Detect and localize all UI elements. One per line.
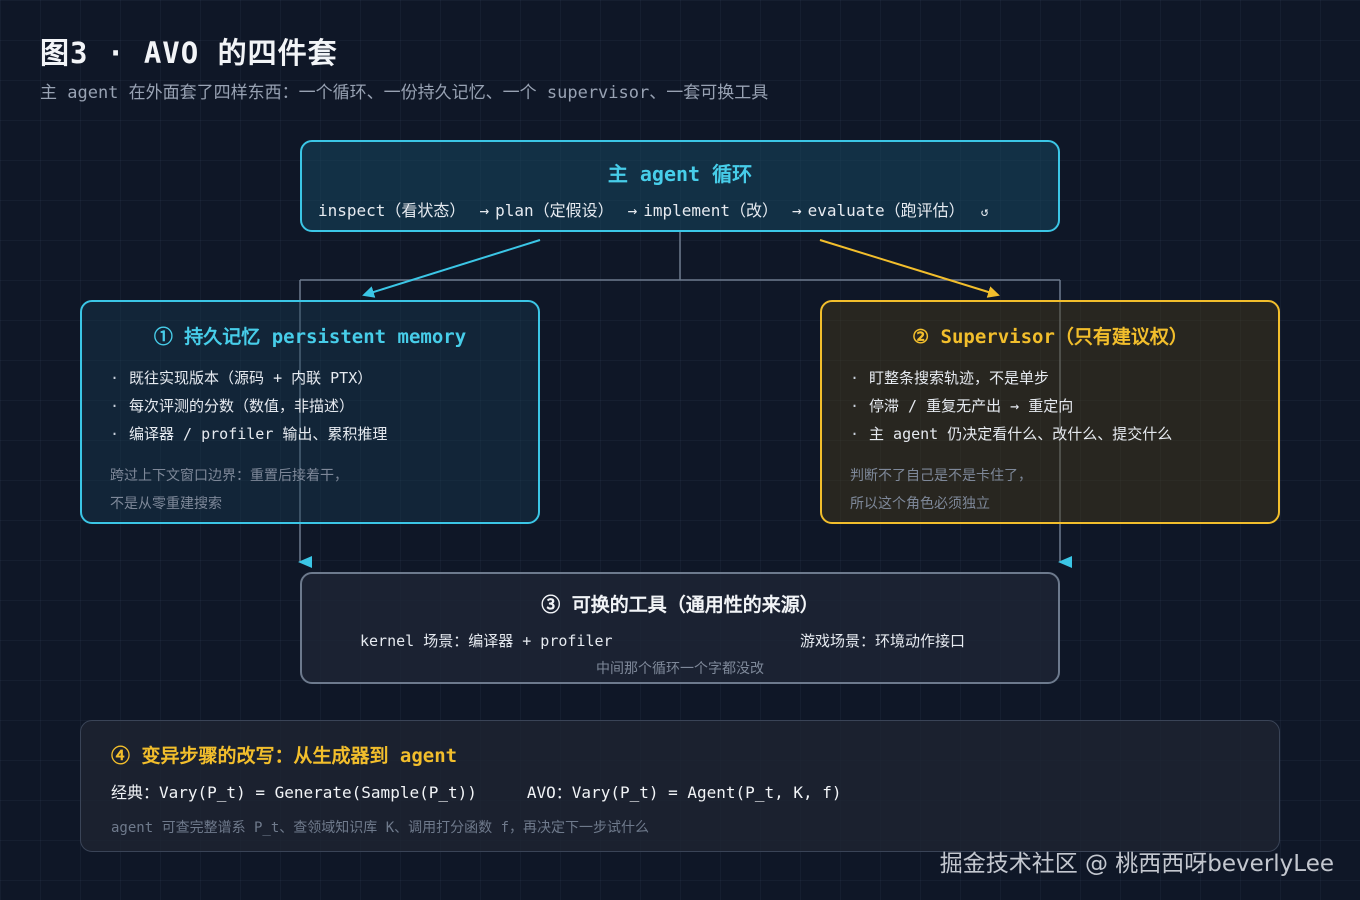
page-title: 图3 · AVO 的四件套 bbox=[40, 36, 338, 70]
classic-formula: 经典：Vary(P_t) = Generate(Sample(P_t)) bbox=[111, 783, 477, 802]
main-loop-steps: inspect（看状态） → plan（定假设） → implement（改） → eval… bbox=[318, 197, 995, 221]
tools-game-scenario: 游戏场景：环境动作接口 bbox=[800, 632, 966, 650]
step-implement: implement（改） bbox=[643, 201, 778, 220]
loop-to-supervisor-arrow bbox=[819, 239, 1000, 298]
supervisor-box: ② Supervisor（只有建议权） 盯整条搜索轨迹，不是单步 停滞 / 重复… bbox=[820, 300, 1280, 524]
main-loop-box: 主 agent 循环 inspect（看状态） → plan（定假设） → implem… bbox=[300, 140, 1060, 232]
memory-box: ① 持久记忆 persistent memory 既往实现版本（源码 + 内联 … bbox=[80, 300, 540, 524]
supervisor-note-line: 判断不了自己是不是卡住了， bbox=[850, 468, 1032, 484]
supervisor-title: ② Supervisor（只有建议权） bbox=[912, 326, 1188, 348]
memory-note: 跨过上下文窗口边界：重置后接着干， 不是从零重建搜索 bbox=[110, 462, 348, 518]
mutation-title: ④ 变异步骤的改写：从生成器到 agent bbox=[111, 745, 458, 767]
supervisor-bullet: 停滞 / 重复无产出 → 重定向 bbox=[850, 392, 1172, 420]
supervisor-bullet: 盯整条搜索轨迹，不是单步 bbox=[850, 364, 1172, 392]
avo-formula: AVO：Vary(P_t) = Agent(P_t, K, f) bbox=[526, 783, 842, 802]
mutation-formulas: 经典：Vary(P_t) = Generate(Sample(P_t)) AVO：… bbox=[111, 779, 842, 803]
loop-return-icon: ↺ bbox=[980, 205, 989, 220]
memory-bullet: 每次评测的分数（数值，非描述） bbox=[110, 392, 387, 420]
tools-title: ③ 可换的工具（通用性的来源） bbox=[541, 594, 819, 616]
memory-note-line: 跨过上下文窗口边界：重置后接着干， bbox=[110, 468, 348, 484]
supervisor-note-line: 所以这个角色必须独立 bbox=[850, 496, 990, 512]
tools-note: 中间那个循环一个字都没改 bbox=[596, 661, 764, 677]
step-plan: plan（定假设） bbox=[495, 201, 614, 220]
page-subtitle: 主 agent 在外面套了四样东西：一个循环、一份持久记忆、一个 supervi… bbox=[40, 83, 769, 103]
supervisor-bullet: 主 agent 仍决定看什么、改什么、提交什么 bbox=[850, 420, 1172, 448]
memory-title: ① 持久记忆 persistent memory bbox=[153, 326, 467, 348]
step-inspect: inspect（看状态） bbox=[318, 201, 466, 220]
step-arrow: → bbox=[791, 201, 802, 220]
mutation-box: ④ 变异步骤的改写：从生成器到 agent 经典：Vary(P_t) = Gen… bbox=[80, 720, 1280, 852]
memory-bullet: 既往实现版本（源码 + 内联 PTX） bbox=[110, 364, 387, 392]
memory-bullets: 既往实现版本（源码 + 内联 PTX） 每次评测的分数（数值，非描述） 编译器 … bbox=[110, 364, 387, 448]
loop-to-memory-arrow bbox=[362, 239, 541, 298]
supervisor-note: 判断不了自己是不是卡住了， 所以这个角色必须独立 bbox=[850, 462, 1032, 518]
supervisor-bullets: 盯整条搜索轨迹，不是单步 停滞 / 重复无产出 → 重定向 主 agent 仍决… bbox=[850, 364, 1172, 448]
step-evaluate: evaluate（跑评估） bbox=[807, 201, 965, 220]
step-arrow: → bbox=[479, 201, 490, 220]
watermark: 掘金技术社区 @ 桃西西呀beverlyLee bbox=[939, 851, 1334, 877]
memory-note-line: 不是从零重建搜索 bbox=[110, 496, 222, 512]
memory-bullet: 编译器 / profiler 输出、累积推理 bbox=[110, 420, 387, 448]
main-loop-title: 主 agent 循环 bbox=[607, 162, 753, 186]
tools-box: ③ 可换的工具（通用性的来源） kernel 场景：编译器 + profiler… bbox=[300, 572, 1060, 684]
tools-kernel-scenario: kernel 场景：编译器 + profiler bbox=[360, 632, 613, 650]
step-arrow: → bbox=[627, 201, 638, 220]
mutation-note: agent 可查完整谱系 P_t、查领域知识库 K、调用打分函数 f，再决定下一… bbox=[111, 820, 650, 836]
